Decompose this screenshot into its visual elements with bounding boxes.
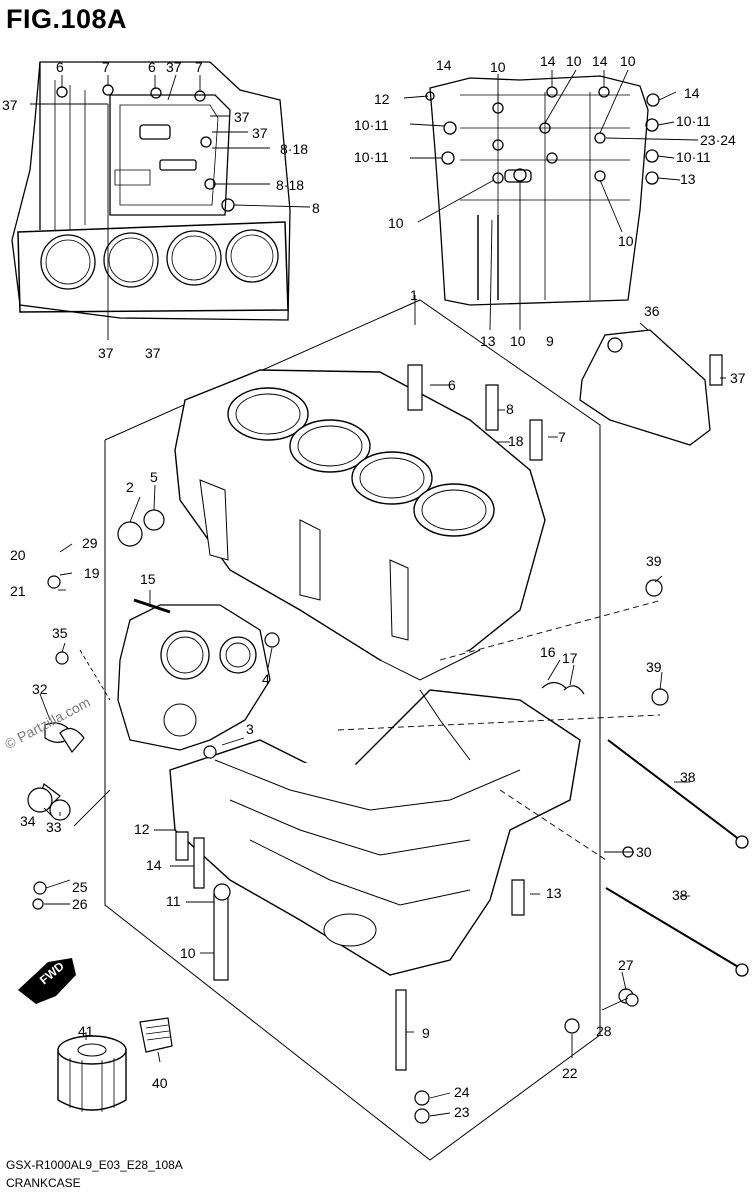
callout-main-10: 11 [166, 893, 181, 909]
callout-upper-right-inset-4: 14 [592, 53, 608, 69]
part-group-name: CRANKCASE [6, 1176, 81, 1190]
callout-main-35: 37 [730, 370, 746, 386]
callout-main-6: 7 [558, 429, 566, 445]
callout-upper-right-inset-9: 10·11 [676, 113, 711, 129]
callout-upper-left-inset-0: 6 [56, 59, 64, 75]
callout-upper-left-inset-2: 6 [148, 59, 156, 75]
callout-main-36: 38 [680, 769, 696, 785]
water-pump-cover [117, 604, 271, 751]
callout-upper-right-inset-2: 14 [540, 53, 556, 69]
callout-main-8: 9 [422, 1025, 430, 1041]
callout-upper-right-inset-18: 9 [546, 333, 554, 349]
callout-main-31: 33 [46, 819, 62, 835]
callout-main-0: 1 [410, 287, 418, 303]
callout-main-18: 19 [84, 565, 100, 581]
callout-main-15: 16 [540, 644, 556, 660]
figure-title: FIG.108A [6, 4, 128, 34]
callout-upper-left-inset-7: 37 [252, 125, 268, 141]
callout-upper-right-inset-15: 10 [618, 233, 634, 249]
oil-filter [57, 1035, 127, 1112]
callout-main-23: 24 [454, 1084, 470, 1100]
upper-right-leaders [403, 69, 699, 331]
callout-upper-left-inset-10: 8 [312, 200, 320, 216]
main-leaders [39, 322, 726, 1117]
callout-main-11: 12 [134, 821, 150, 837]
callout-main-26: 27 [618, 957, 634, 973]
callout-main-22: 23 [454, 1104, 470, 1120]
callout-main-39: 39 [646, 659, 662, 675]
callout-upper-right-inset-16: 13 [480, 333, 496, 349]
long-bolts [605, 739, 749, 977]
callout-upper-right-inset-1: 10 [490, 59, 506, 75]
callout-upper-left-inset-5: 37 [2, 97, 18, 113]
callout-main-38: 39 [646, 553, 662, 569]
breather-cover [579, 329, 711, 446]
callout-upper-right-inset-7: 14 [684, 85, 700, 101]
callout-main-12: 13 [546, 885, 562, 901]
upper-case-top-view-inset [11, 61, 291, 321]
callout-upper-right-inset-6: 12 [374, 91, 390, 107]
fwd-arrow-icon: FWD [18, 958, 76, 1004]
callout-main-28: 29 [82, 535, 98, 551]
callout-main-40: 40 [152, 1075, 168, 1091]
callout-upper-right-inset-17: 10 [510, 333, 526, 349]
callout-main-7: 8 [506, 401, 514, 417]
small-bolts [27, 354, 723, 1124]
callout-main-17: 18 [508, 433, 524, 449]
callout-upper-right-inset-14: 10 [388, 215, 404, 231]
callout-upper-right-inset-13: 13 [680, 171, 696, 187]
assembly-frame [104, 299, 601, 1161]
callout-main-34: 36 [644, 303, 660, 319]
model-code: GSX-R1000AL9_E03_E28_108A [6, 1158, 183, 1172]
callout-upper-left-inset-1: 7 [102, 59, 110, 75]
callout-upper-left-inset-6: 37 [234, 109, 250, 125]
callout-main-4: 5 [150, 469, 158, 485]
lower-case-bottom-view-inset [425, 75, 660, 306]
callout-main-19: 20 [10, 547, 26, 563]
callout-upper-right-inset-8: 10·11 [354, 117, 389, 133]
callout-upper-right-inset-10: 23·24 [700, 132, 736, 148]
callout-upper-right-inset-0: 14 [436, 57, 452, 73]
callout-main-24: 25 [72, 879, 88, 895]
callout-main-14: 15 [140, 571, 156, 587]
callout-main-33: 35 [52, 625, 68, 641]
callout-main-29: 30 [636, 844, 652, 860]
callout-main-5: 6 [448, 377, 456, 393]
callout-main-13: 14 [146, 857, 162, 873]
callout-main-2: 3 [246, 721, 254, 737]
callout-main-1: 2 [126, 479, 134, 495]
callout-main-30: 32 [32, 681, 48, 697]
callout-main-41: 41 [78, 1023, 94, 1039]
callout-upper-right-inset-12: 10·11 [676, 149, 711, 165]
callout-main-16: 17 [562, 650, 578, 666]
callout-main-9: 10 [180, 945, 196, 961]
lower-crankcase [169, 689, 581, 976]
callout-main-27: 28 [596, 1023, 612, 1039]
callout-main-32: 34 [20, 813, 36, 829]
callout-upper-left-inset-8: 8·18 [280, 141, 308, 157]
callout-main-3: 4 [262, 671, 270, 687]
callout-main-21: 22 [562, 1065, 578, 1081]
callout-upper-left-inset-11: 37 [98, 345, 114, 361]
callout-upper-left-inset-3: 37 [166, 59, 182, 75]
callout-upper-left-inset-4: 7 [195, 59, 203, 75]
callout-upper-left-inset-9: 8·18 [276, 177, 304, 193]
callout-main-20: 21 [10, 583, 26, 599]
callout-upper-right-inset-5: 10 [620, 53, 636, 69]
callout-upper-right-inset-3: 10 [566, 53, 582, 69]
callout-upper-left-inset-12: 37 [145, 345, 161, 361]
callout-main-37: 38 [672, 887, 688, 903]
callout-main-25: 26 [72, 896, 88, 912]
upper-left-leaders [30, 74, 311, 340]
oil-filter-union [139, 1017, 173, 1053]
callout-upper-right-inset-11: 10·11 [354, 149, 389, 165]
